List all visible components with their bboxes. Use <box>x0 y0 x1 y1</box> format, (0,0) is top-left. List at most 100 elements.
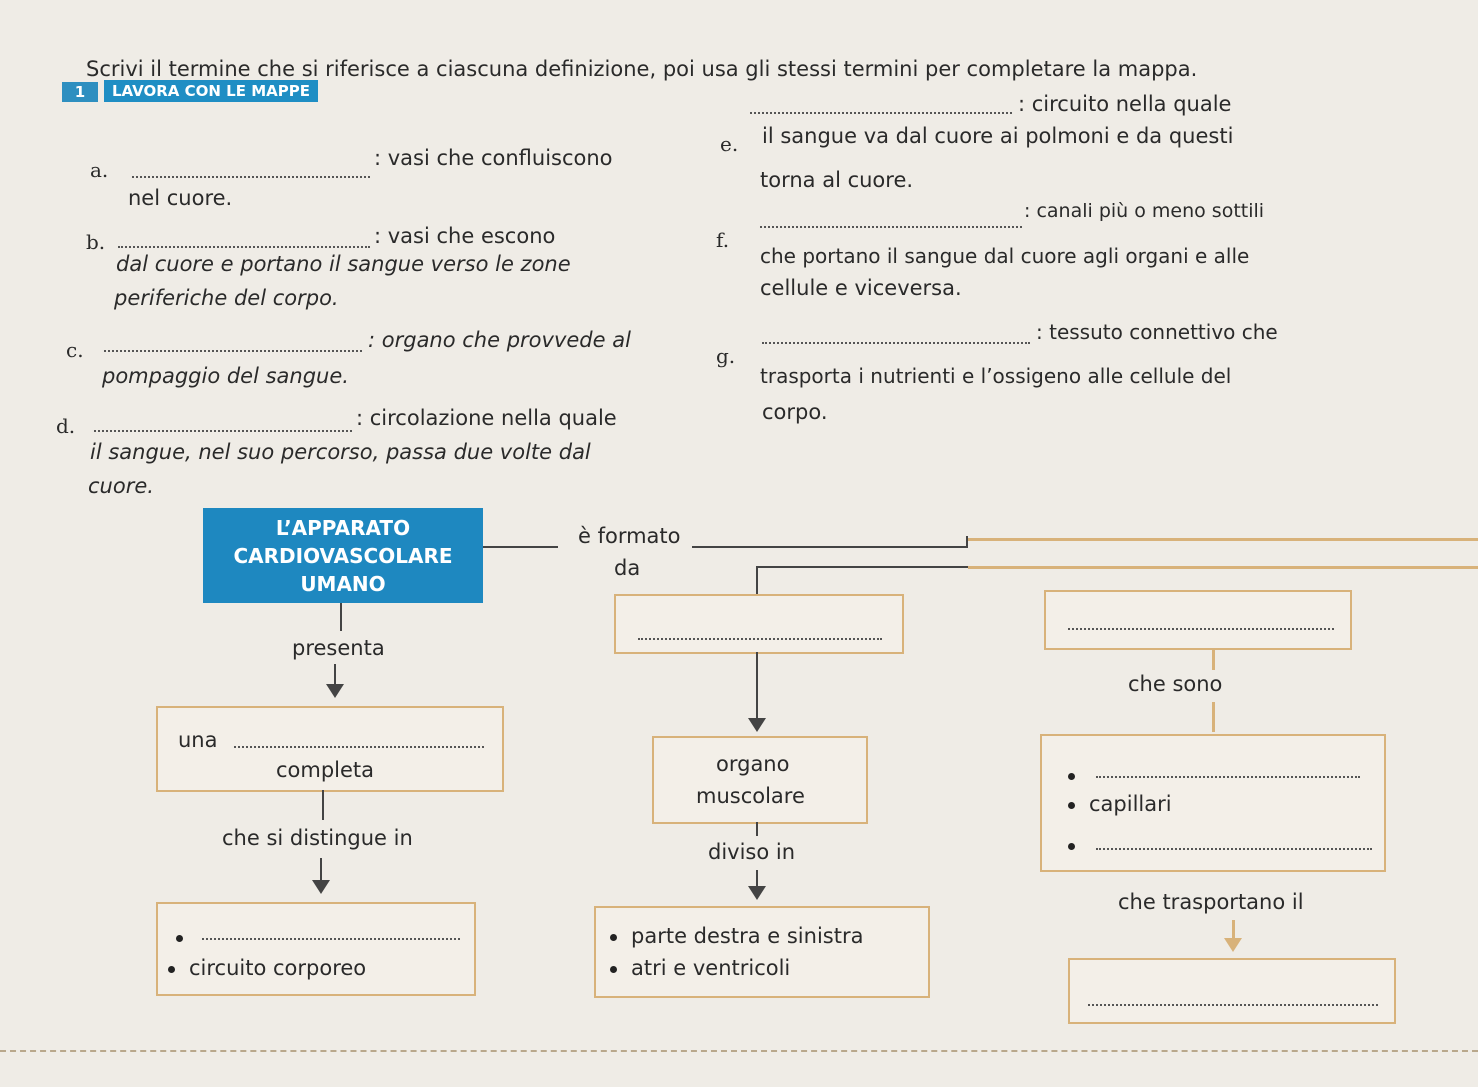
map-muscolare: muscolare <box>696 784 805 808</box>
def-g-text3: corpo. <box>762 400 828 424</box>
map-capillari: capillari <box>1089 792 1172 816</box>
map-box-parti: parte destra e sinistra atri e ventricol… <box>594 906 930 998</box>
connector-line <box>340 603 342 631</box>
connector-line <box>334 664 336 684</box>
arrow-down-icon <box>748 886 766 900</box>
map-parte-destra: parte destra e sinistra <box>631 924 864 948</box>
def-e-text3: torna al cuore. <box>760 168 914 192</box>
map-blank-vaso1[interactable] <box>1096 776 1360 778</box>
map-box-organo: organo muscolare <box>652 736 868 824</box>
connector-line <box>1212 648 1215 670</box>
map-box-vasi: capillari <box>1040 734 1386 872</box>
map-che-trasportano: che trasportano il <box>1118 890 1304 914</box>
bullet-icon <box>1068 773 1075 780</box>
bullet-icon <box>610 965 617 973</box>
def-f-blank[interactable] <box>760 226 1022 228</box>
bullet-icon <box>1068 843 1075 850</box>
def-f-text1: : canali più o meno sottili <box>1024 200 1265 222</box>
connector-line <box>320 858 322 880</box>
connector-line <box>966 536 968 548</box>
arrow-down-icon <box>1224 938 1242 952</box>
arrow-down-icon <box>326 684 344 698</box>
def-a-blank[interactable] <box>132 176 370 178</box>
connector-line <box>1232 920 1235 938</box>
arrow-down-icon <box>312 880 330 894</box>
def-c-letter: c. <box>66 338 84 362</box>
map-che-si-distingue: che si distingue in <box>222 826 413 850</box>
map-circuito-corporeo: circuito corporeo <box>189 956 367 980</box>
map-una: una <box>178 728 218 752</box>
map-completa: completa <box>276 758 375 782</box>
def-f-text3: cellule e viceversa. <box>760 276 962 300</box>
def-d-letter: d. <box>56 414 76 438</box>
def-a-text2: nel cuore. <box>128 186 233 210</box>
def-d-text3: cuore. <box>88 474 154 498</box>
connector-line <box>483 546 558 548</box>
connector-line <box>756 870 758 886</box>
map-diviso-in: diviso in <box>708 840 796 864</box>
section-badge: LAVORA CON LE MAPPE <box>104 80 318 102</box>
def-b-blank[interactable] <box>118 246 370 248</box>
map-blank-sangue[interactable] <box>1088 1004 1378 1006</box>
def-b-text2: dal cuore e portano il sangue verso le z… <box>116 252 571 276</box>
map-blank-circolazione[interactable] <box>234 746 484 748</box>
bullet-icon <box>168 965 175 973</box>
def-g-text2: trasporta i nutrienti e l’ossigeno alle … <box>760 364 1232 388</box>
connector-line <box>756 566 758 594</box>
map-blank-box-heart <box>614 594 904 654</box>
connector-line <box>322 790 324 820</box>
map-blank-box-sangue <box>1068 958 1396 1024</box>
def-c-text2: pompaggio del sangue. <box>102 364 349 388</box>
def-g-text1: : tessuto connettivo che <box>1036 320 1278 344</box>
def-b-text3: periferiche del corpo. <box>114 286 339 310</box>
connector-line <box>756 652 758 718</box>
def-d-text1: : circolazione nella quale <box>356 406 617 430</box>
map-box-circolazione: una completa <box>156 706 504 792</box>
connector-line <box>968 566 1478 569</box>
def-c-blank[interactable] <box>104 350 362 352</box>
map-blank-vessels[interactable] <box>1068 628 1334 630</box>
connector-line <box>968 538 1478 541</box>
map-title-box: L’APPARATO CARDIOVASCOLARE UMANO <box>203 508 483 603</box>
map-da: da <box>614 556 641 580</box>
bullet-icon <box>1068 801 1075 809</box>
map-presenta: presenta <box>292 636 385 660</box>
map-che-sono: che sono <box>1128 672 1223 696</box>
def-e-text2: il sangue va dal cuore ai polmoni e da q… <box>762 124 1234 148</box>
map-e-formato: è formato <box>578 524 681 548</box>
page-divider <box>0 1050 1478 1052</box>
def-f-text2: che portano il sangue dal cuore agli org… <box>760 244 1250 268</box>
def-d-blank[interactable] <box>94 430 352 432</box>
map-blank-box-vessels <box>1044 590 1352 650</box>
def-g-blank[interactable] <box>762 342 1030 344</box>
map-organo: organo <box>716 752 790 776</box>
def-b-letter: b. <box>86 230 106 254</box>
def-e-text1: : circuito nella quale <box>1018 92 1232 116</box>
bullet-icon <box>610 933 617 941</box>
map-box-circuiti: circuito corporeo <box>156 902 476 996</box>
map-blank-vaso2[interactable] <box>1096 848 1372 850</box>
def-a-text1: : vasi che confluiscono <box>374 146 613 170</box>
def-b-text1: : vasi che escono <box>374 224 556 248</box>
map-title-line2: CARDIOVASCOLARE <box>233 544 453 568</box>
def-d-text2: il sangue, nel suo percorso, passa due v… <box>90 440 591 464</box>
connector-line <box>1212 702 1215 732</box>
def-a-letter: a. <box>90 158 109 182</box>
connector-line <box>756 822 758 836</box>
instruction: Scrivi il termine che si riferisce a cia… <box>86 57 1198 81</box>
connector-line <box>756 566 968 568</box>
bullet-icon <box>176 935 183 942</box>
def-c-text1: : organo che provvede al <box>368 328 631 352</box>
map-title-line3: UMANO <box>300 572 386 596</box>
map-blank-circuito[interactable] <box>202 938 460 940</box>
def-f-letter: f. <box>716 228 730 252</box>
exercise-number: 1 <box>62 82 98 102</box>
def-e-blank[interactable] <box>750 112 1012 114</box>
map-blank-heart[interactable] <box>638 638 882 640</box>
map-title-line1: L’APPARATO <box>275 516 411 540</box>
def-e-letter: e. <box>720 132 739 156</box>
def-g-letter: g. <box>716 344 736 368</box>
map-atri-ventricoli: atri e ventricoli <box>631 956 791 980</box>
arrow-down-icon <box>748 718 766 732</box>
connector-line <box>692 546 968 548</box>
